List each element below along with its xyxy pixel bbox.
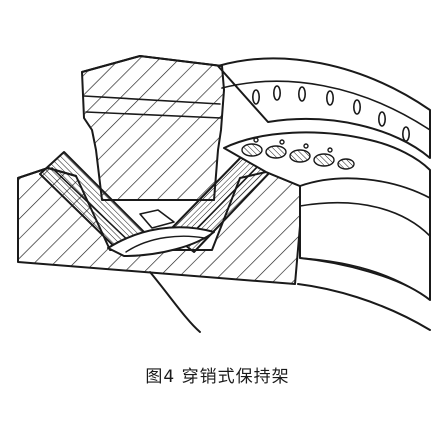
top-block <box>81 55 225 201</box>
shaft-curve <box>149 271 201 333</box>
figure-caption: 图4 穿销式保持架 <box>145 367 290 387</box>
rollers-perspective <box>241 137 355 170</box>
outer-ring <box>217 57 431 159</box>
bearing-body <box>223 131 431 301</box>
cage-pin <box>107 226 215 257</box>
pin-holes <box>252 85 410 142</box>
